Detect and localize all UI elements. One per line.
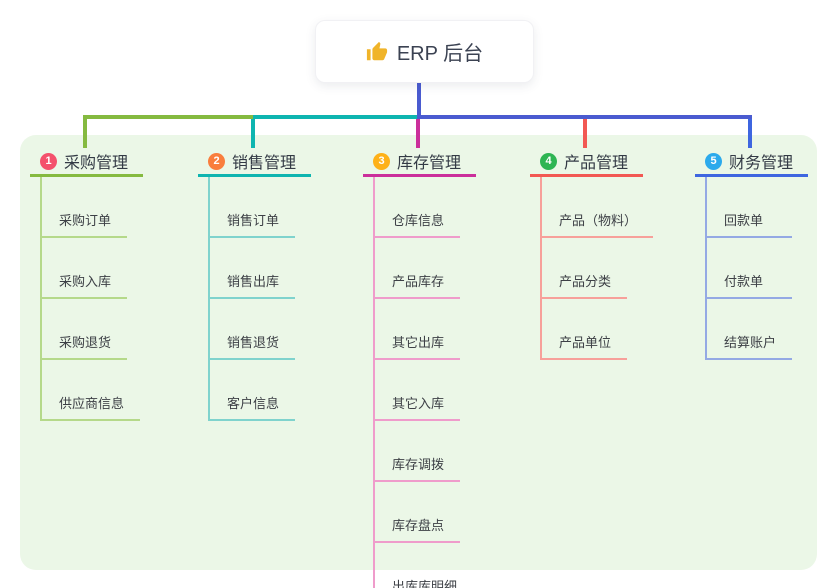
branch-procurement: 1 采购管理 采购订单 采购入库 采购退货 供应商信息 [30,148,143,421]
branch-title: 销售管理 [232,155,297,172]
branch-drop-line [748,115,752,148]
child-node[interactable]: 产品分类 [542,238,628,299]
branch-drop-line [416,119,420,148]
child-node[interactable]: 回款单 [707,177,792,238]
child-node[interactable]: 采购入库 [42,238,128,299]
child-node[interactable]: 产品库存 [375,238,461,299]
thumbs-up-icon [366,41,388,63]
branch-title-row[interactable]: 2 销售管理 [198,148,311,177]
child-node[interactable]: 其它出库 [375,299,461,360]
branch-children: 销售订单 销售出库 销售退货 客户信息 [208,177,311,421]
branch-title-row[interactable]: 5 财务管理 [695,148,808,177]
child-node[interactable]: 库存调拨 [375,421,461,482]
branch-sales: 2 销售管理 销售订单 销售出库 销售退货 客户信息 [198,148,311,421]
child-node[interactable]: 仓库信息 [375,177,461,238]
child-node[interactable]: 供应商信息 [42,360,141,421]
branch-inventory: 3 库存管理 仓库信息 产品库存 其它出库 其它入库 库存调拨 库存盘点 出库库… [363,148,476,588]
branch-title: 财务管理 [729,155,794,172]
branch-number-badge: 2 [208,152,225,170]
child-node[interactable]: 结算账户 [707,299,793,360]
child-node[interactable]: 销售出库 [210,238,296,299]
branch-title: 产品管理 [564,155,629,172]
branch-title: 库存管理 [397,155,462,172]
child-node[interactable]: 付款单 [707,238,792,299]
child-node[interactable]: 库存盘点 [375,482,461,543]
branch-number-badge: 4 [540,152,557,170]
branch-finance: 5 财务管理 回款单 付款单 结算账户 [695,148,808,360]
child-node[interactable]: 销售退货 [210,299,296,360]
branch-title-row[interactable]: 4 产品管理 [530,148,643,177]
branch-number-badge: 1 [40,152,57,170]
child-node[interactable]: 销售订单 [210,177,296,238]
child-node[interactable]: 产品（物料） [542,177,654,238]
branch-drop-line [83,115,87,148]
child-node[interactable]: 客户信息 [210,360,296,421]
branch-title-row[interactable]: 3 库存管理 [363,148,476,177]
branch-children: 回款单 付款单 结算账户 [705,177,808,360]
branch-children: 采购订单 采购入库 采购退货 供应商信息 [40,177,143,421]
branch-title: 采购管理 [64,155,129,172]
child-node[interactable]: 采购订单 [42,177,128,238]
branch-product: 4 产品管理 产品（物料） 产品分类 产品单位 [530,148,654,360]
root-node[interactable]: ERP 后台 [315,20,534,83]
root-title: ERP 后台 [396,43,484,65]
branch-drop-line [583,115,587,148]
child-node[interactable]: 其它入库 [375,360,461,421]
branch-children: 仓库信息 产品库存 其它出库 其它入库 库存调拨 库存盘点 出库库明细 [373,177,476,588]
branch-bus-line [83,115,253,119]
child-node[interactable]: 出库库明细 [375,543,473,588]
child-node[interactable]: 采购退货 [42,299,128,360]
root-connector-line [417,81,421,119]
child-node[interactable]: 产品单位 [542,299,628,360]
branch-bus-line [253,115,417,119]
branch-bus-line [417,115,752,119]
branch-number-badge: 5 [705,152,722,170]
branch-drop-line [251,115,255,148]
branches-panel [20,135,817,570]
branch-children: 产品（物料） 产品分类 产品单位 [540,177,654,360]
branch-title-row[interactable]: 1 采购管理 [30,148,143,177]
branch-number-badge: 3 [373,152,390,170]
